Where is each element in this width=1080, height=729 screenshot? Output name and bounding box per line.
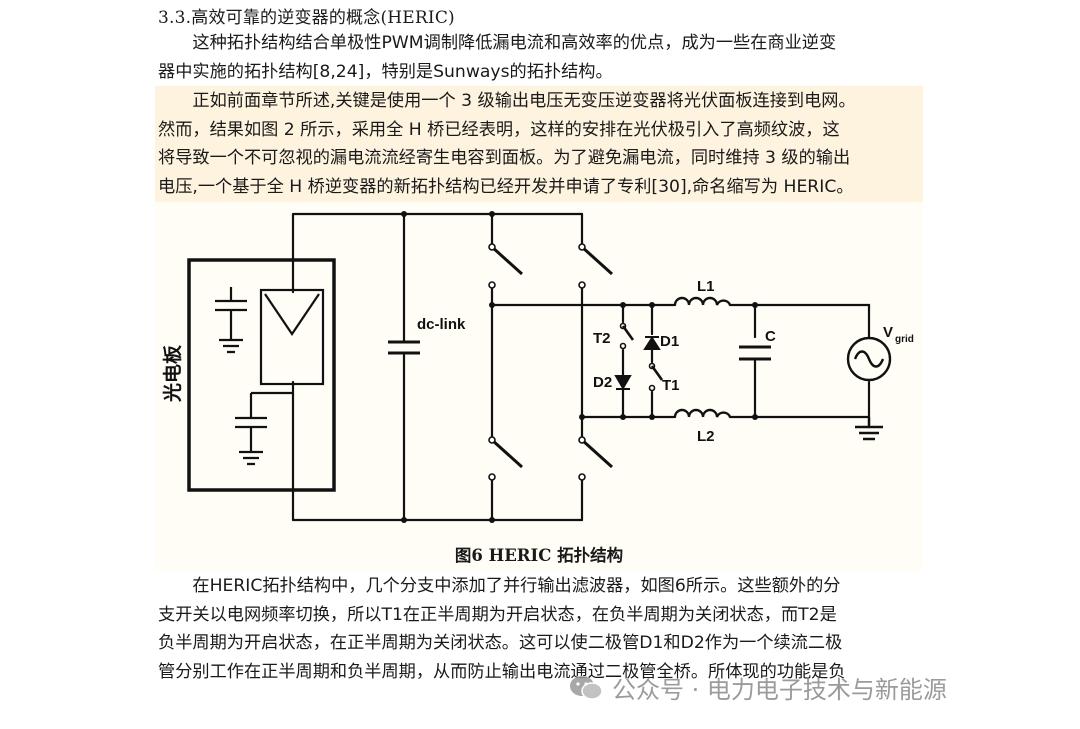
dc-link-label: dc-link — [417, 316, 466, 333]
pv-cell-icon — [259, 288, 325, 386]
heric-topology-figure: dc-link T2 D1 D2 T1 L1 L2 C V grid 光电板 图… — [155, 202, 923, 571]
d2-label: D2 — [593, 374, 612, 391]
paragraph-line: 将导致一个不可忽视的漏电流流经寄生电容到面板。为了避免漏电流，同时维持 3 级的… — [158, 148, 851, 168]
ground-icon — [855, 417, 883, 441]
switch-contact-dots — [488, 243, 656, 481]
paragraph-1: 这种拓扑结构结合单极性PWM调制降低漏电流和高效率的优点，成为一些在商业逆变 器… — [158, 29, 928, 86]
section-heading: 3.3.高效可靠的逆变器的概念(HERIC) — [158, 8, 455, 28]
pv-panel-box — [187, 258, 336, 492]
d1-label: D1 — [660, 333, 679, 350]
junction-dots — [401, 211, 758, 523]
inductor-icons — [673, 296, 732, 418]
vgrid-label: V — [883, 324, 893, 341]
paragraph-line: 在HERIC拓扑结构中，几个分支中添加了并行输出滤波器，如图6所示。这些额外的分 — [158, 576, 841, 596]
paragraph-line: 负半周期为开启状态，在正半周期为关闭状态。这可以使二极管D1和D2作为一个续流二… — [158, 633, 843, 653]
circuit-diagram: dc-link T2 D1 D2 T1 L1 L2 C V grid 光电板 — [161, 211, 914, 523]
paragraph-line: 正如前面章节所述,关键是使用一个 3 级输出电压无变压逆变器将光伏面板连接到电网… — [158, 91, 856, 111]
wechat-icon — [570, 675, 603, 700]
t1-label: T1 — [662, 377, 680, 394]
vgrid-subscript: grid — [895, 334, 914, 345]
heric-switch-icons — [621, 325, 664, 381]
dc-link-capacitor-icon — [388, 340, 420, 355]
panel-label: 光电板 — [161, 344, 184, 403]
watermark-text: 公众号 · 电力电子技术与新能源 — [612, 676, 947, 704]
bridge-switch-icons — [490, 245, 614, 469]
paragraph-3: 在HERIC拓扑结构中，几个分支中添加了并行输出滤波器，如图6所示。这些额外的分… — [158, 572, 928, 686]
highlight-band — [155, 86, 923, 202]
paragraph-line: 这种拓扑结构结合单极性PWM调制降低漏电流和高效率的优点，成为一些在商业逆变 — [158, 33, 837, 53]
dc-bus-wires — [291, 212, 584, 522]
bridge-output-wires — [490, 303, 677, 419]
c-label: C — [765, 328, 776, 345]
paragraph-line: 管分别工作在正半周期和负半周期，从而防止输出电流通过二极管全桥。所体现的功能是负 — [158, 661, 846, 682]
l2-label: L2 — [697, 428, 715, 445]
heric-diode-icons — [614, 336, 661, 390]
paragraph-line: 器中实施的拓扑结构[8,24]，特别是Sunways的拓扑结构。 — [158, 61, 613, 82]
grid-source-icon — [846, 336, 892, 382]
parasitic-capacitor-icons — [215, 287, 293, 466]
figure-caption: 图6 HERIC 拓扑结构 — [454, 546, 624, 565]
paragraph-2: 正如前面章节所述,关键是使用一个 3 级输出电压无变压逆变器将光伏面板连接到电网… — [158, 87, 928, 201]
t2-label: T2 — [593, 330, 611, 347]
paragraph-line: 支开关以电网频率切换，所以T1在正半周期为开启状态，在负半周期为关闭状态，而T2… — [158, 604, 837, 625]
paragraph-line: 然而，结果如图 2 所示，采用全 H 桥已经表明，这样的安排在光伏极引入了高频纹… — [158, 119, 840, 140]
heric-branch-wires — [621, 303, 654, 419]
paragraph-line: 电压,一个基于全 H 桥逆变器的新拓扑结构已经开发并申请了专利[30],命名缩写… — [158, 176, 854, 197]
filter-capacitor-icon — [739, 345, 771, 361]
l1-label: L1 — [697, 278, 715, 295]
watermark: 公众号 · 电力电子技术与新能源 — [568, 670, 947, 705]
